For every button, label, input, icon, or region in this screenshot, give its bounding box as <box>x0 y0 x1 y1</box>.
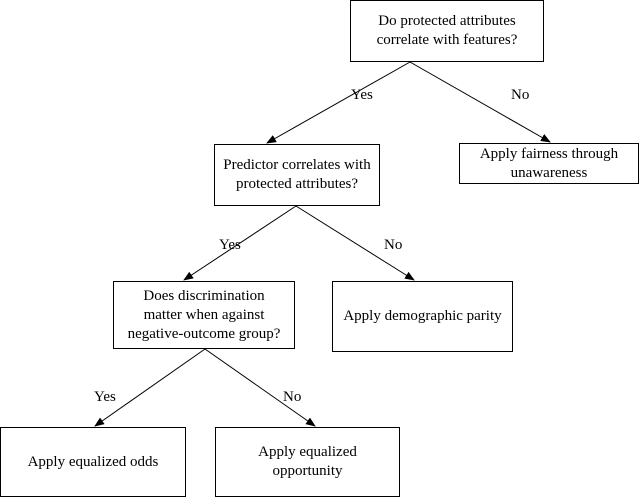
edge-q3-to-opportunity <box>204 348 316 427</box>
node-line: Apply demographic parity <box>343 308 502 324</box>
node-line: negative-outcome group? <box>127 325 281 342</box>
edge-q2-to-q3 <box>183 205 297 281</box>
node-line: Apply equalized odds <box>27 453 159 470</box>
edge-q1-to-q2 <box>266 61 411 144</box>
edge-q3-to-odds <box>94 348 206 427</box>
node-line: Apply equalized <box>258 444 357 460</box>
edge-label-no: No <box>283 389 302 405</box>
node-line: opportunity <box>272 463 343 479</box>
edge-label-yes: Yes <box>94 389 116 405</box>
edge-label-yes: Yes <box>219 237 241 253</box>
node-line: matter when against <box>143 306 265 323</box>
node-equalized-opportunity: Apply equalized opportunity <box>215 427 400 497</box>
node-fairness-through-unawareness: Apply fairness through unawareness <box>459 143 639 184</box>
node-discrimination-question: Does discrimination matter when against … <box>113 281 295 349</box>
edge-label-no: No <box>511 87 530 103</box>
node-line: protected attributes? <box>235 176 359 192</box>
edge-label-no: No <box>384 237 403 253</box>
node-line: Apply fairness through <box>479 145 619 162</box>
node-line: Predictor correlates with <box>223 157 371 173</box>
node-line: correlate with features? <box>376 32 518 48</box>
edge-q1-to-unawareness <box>409 61 551 143</box>
node-protected-attributes-question: Do protected attributes correlate with f… <box>350 0 544 62</box>
node-line: Does discrimination <box>143 287 265 304</box>
node-line: unawareness <box>510 164 588 181</box>
node-demographic-parity: Apply demographic parity <box>332 281 513 352</box>
edge-label-yes: Yes <box>351 87 373 103</box>
node-predictor-correlation-question: Predictor correlates with protected attr… <box>214 144 380 206</box>
node-equalized-odds: Apply equalized odds <box>0 427 186 497</box>
edge-q2-to-parity <box>295 205 415 281</box>
node-line: Do protected attributes <box>378 13 516 29</box>
